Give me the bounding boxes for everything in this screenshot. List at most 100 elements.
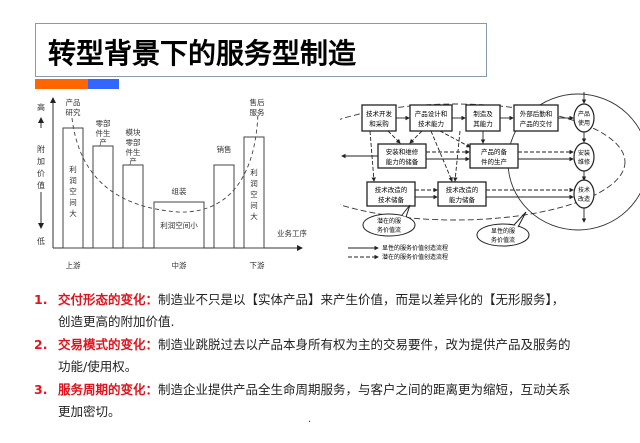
service-value-flow-diagram: 技术开发 和采购 产品设计和 技术能力 制造及 其能力 外部后勤和 产品的交付 … — [284, 92, 640, 282]
svg-text:加: 加 — [37, 156, 45, 166]
stray-dot: . — [308, 414, 312, 425]
svg-text:技术改造的: 技术改造的 — [446, 185, 479, 194]
svg-text:售后: 售后 — [250, 97, 265, 107]
bar-product-research — [62, 127, 84, 249]
bar-label-sales: 销售 — [217, 144, 232, 154]
svg-text:和采购: 和采购 — [369, 119, 389, 128]
bar-module-production — [122, 164, 144, 249]
box-manufacturing: 制造及 其能力 — [465, 104, 501, 132]
bar-inner-label-assembly: 利润空间小 — [160, 220, 198, 230]
bullet-number: 2. — [34, 337, 48, 352]
svg-text:安装和维修: 安装和维修 — [386, 147, 419, 156]
stage-midstream: 中游 — [172, 260, 187, 270]
bullet-text: 制造企业提供产品全生命周期服务，与客户之间的距离更为缩短，互动关系 — [158, 382, 571, 397]
svg-text:技术能力: 技术能力 — [418, 119, 444, 128]
bullet-item-transaction: 2. 交易模式的变化：制造业跳脱过去以产品本身所有权为主的交易要件，改为提供产品… — [34, 334, 624, 378]
flow-diagram-svg: 技术开发 和采购 产品设计和 技术能力 制造及 其能力 外部后勤和 产品的交付 … — [284, 92, 640, 261]
svg-text:利: 利 — [250, 167, 258, 177]
bar-sales — [213, 164, 235, 249]
svg-text:维修: 维修 — [578, 158, 590, 166]
svg-text:间: 间 — [69, 198, 77, 207]
bar-parts-production — [92, 145, 114, 249]
svg-text:显性的服: 显性的服 — [491, 227, 515, 235]
svg-text:技术储备: 技术储备 — [378, 195, 405, 204]
bullet-text-cont: 功能/使用权。 — [58, 359, 138, 374]
svg-text:使用: 使用 — [578, 119, 590, 127]
svg-text:产品设计和: 产品设计和 — [415, 109, 448, 118]
svg-text:价: 价 — [37, 169, 45, 178]
stage-downstream: 下游 — [250, 260, 265, 270]
accent-bar-blue — [88, 79, 119, 89]
svg-text:利: 利 — [69, 164, 77, 174]
svg-text:研究: 研究 — [66, 107, 81, 117]
box-install-repair: 安装和维修 能力的储备 — [377, 143, 427, 169]
svg-text:技术: 技术 — [578, 186, 590, 194]
smile-curve-chart: 高 附 加 价 值 低 产品研究 零部件生产 模块零部件生产 组装 销售 — [30, 90, 340, 280]
accent-bar-orange — [35, 79, 88, 89]
y-high-label: 高 — [37, 102, 45, 112]
bullet-heading: 服务周期的变化： — [58, 382, 159, 397]
svg-text:大: 大 — [69, 208, 77, 218]
svg-text:空: 空 — [250, 189, 258, 199]
y-axis-label: 附 加 价 值 — [37, 144, 45, 190]
svg-text:技术改造的: 技术改造的 — [375, 185, 408, 194]
svg-text:产品: 产品 — [66, 97, 81, 107]
legend: 显性的服务价值创造流程 潜在的服务价值创造流程 — [348, 244, 448, 261]
callout-latent-flow: 潜在的服 务价值流 — [362, 204, 416, 237]
callout-explicit-flow: 显性的服 务价值流 — [476, 211, 530, 247]
legend-solid-label: 显性的服务价值创造流程 — [382, 244, 448, 252]
svg-text:服务: 服务 — [250, 107, 265, 117]
svg-text:产品的备: 产品的备 — [481, 147, 508, 156]
svg-text:外部后勤和: 外部后勤和 — [520, 109, 553, 118]
svg-text:能力储备: 能力储备 — [449, 195, 476, 204]
svg-text:务价值流: 务价值流 — [377, 226, 401, 234]
legend-dashed-label: 潜在的服务价值创造流程 — [382, 253, 448, 261]
explicit-arrows — [341, 92, 587, 223]
oval-install-repair: 安装 维修 — [573, 142, 595, 172]
x-axis-label: 业务工序 — [277, 228, 307, 238]
svg-text:件生: 件生 — [96, 128, 111, 138]
box-logistics-delivery: 外部后勤和 产品的交付 — [513, 104, 559, 132]
bullet-text-cont: 更加密切。 — [58, 404, 121, 419]
svg-text:件的生产: 件的生产 — [481, 157, 508, 166]
bullet-list: 1. 交付形态的变化：制造业不只是以【实体产品】来产生价值，而是以差异化的【无形… — [34, 289, 624, 424]
svg-text:能力的储备: 能力的储备 — [386, 157, 419, 166]
bullet-text: 制造业跳脱过去以产品本身所有权为主的交易要件，改为提供产品及服务的 — [158, 337, 571, 352]
oval-product-use: 产品 使用 — [573, 103, 595, 133]
svg-text:零部: 零部 — [126, 137, 141, 147]
bullet-text: 制造业不只是以【实体产品】来产生价值，而是以差异化的【无形服务】， — [158, 292, 565, 307]
bar-label-assembly: 组装 — [172, 186, 187, 196]
svg-text:制造及: 制造及 — [473, 109, 493, 118]
bullet-heading: 交易模式的变化： — [58, 337, 159, 352]
svg-text:改造: 改造 — [578, 195, 590, 203]
y-low-label: 低 — [37, 236, 45, 246]
svg-text:安装: 安装 — [578, 149, 590, 157]
svg-text:值: 值 — [37, 180, 45, 190]
box-product-design: 产品设计和 技术能力 — [409, 104, 453, 132]
box-retrofit-capability: 技术改造的 能力储备 — [437, 181, 487, 207]
svg-text:潜在的服: 潜在的服 — [377, 217, 401, 225]
stage-upstream: 上游 — [66, 260, 81, 270]
svg-text:产: 产 — [129, 156, 137, 166]
svg-text:产: 产 — [99, 137, 107, 147]
svg-text:技术开发: 技术开发 — [366, 109, 393, 118]
svg-text:空: 空 — [69, 186, 77, 196]
svg-text:零部: 零部 — [96, 118, 111, 128]
svg-text:其能力: 其能力 — [473, 119, 493, 128]
box-spare-parts: 产品的备 件的生产 — [469, 143, 519, 169]
svg-text:模块: 模块 — [126, 127, 141, 137]
bullet-item-service-cycle: 3. 服务周期的变化：制造企业提供产品全生命周期服务，与客户之间的距离更为缩短，… — [34, 379, 624, 423]
oval-retrofit: 技术 改造 — [573, 179, 595, 209]
bullet-heading: 交付形态的变化： — [58, 292, 159, 307]
svg-text:产品的交付: 产品的交付 — [520, 119, 553, 128]
svg-text:润: 润 — [69, 175, 77, 185]
bullet-text-cont: 创造更高的附加价值. — [58, 314, 175, 329]
bar-assembly — [153, 201, 205, 249]
